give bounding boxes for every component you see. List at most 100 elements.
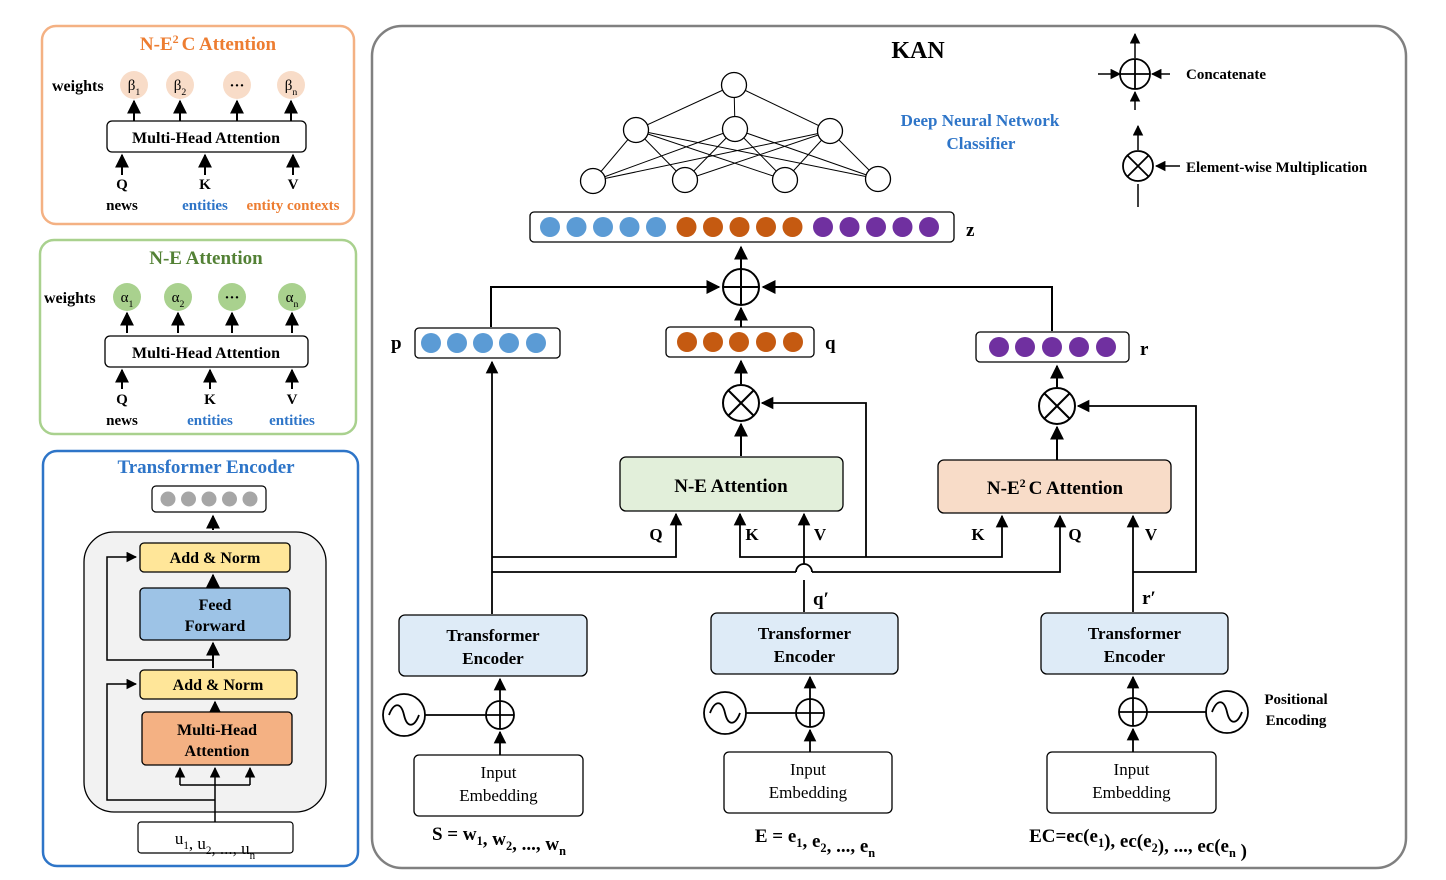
sine-wave-icon: [1211, 701, 1243, 723]
kan-title: KAN: [891, 38, 945, 64]
ne-v-label: V: [814, 525, 827, 544]
r-dot: [1096, 337, 1116, 357]
z-dot-orange: [782, 217, 803, 237]
beta-weight-label: β2: [174, 78, 187, 98]
p-label: p: [391, 333, 402, 354]
sine-wave-icon: [388, 704, 420, 726]
encoder-label-line2: Encoder: [774, 647, 836, 666]
output-dot: [222, 491, 237, 507]
ne2c-q-label: Q: [1068, 525, 1081, 544]
p-dot: [499, 333, 519, 353]
panel-ne-mha-box: [104, 335, 309, 368]
panel-encoder-title: Transformer Encoder: [117, 457, 295, 478]
panel-ne2c-mha-label: Multi-Head Attention: [132, 130, 280, 147]
alpha-weight-bubble: [218, 283, 246, 311]
z-label: z: [966, 220, 975, 241]
beta-weight-label: βn: [285, 78, 298, 98]
formula-e: E = e1, e2, ..., en: [755, 826, 875, 860]
legend-multiplication: Element-wise Multiplication: [1122, 124, 1368, 207]
z-dot-orange: [756, 217, 776, 237]
z-dot-purple: [813, 217, 833, 237]
feed-forward-line1: Feed: [199, 597, 232, 614]
positional-label-line2: Encoding: [1266, 713, 1327, 729]
dnn-neuron: [671, 166, 699, 194]
panel-ne-k: K: [204, 392, 216, 408]
ne2c-attention-box: [937, 459, 1172, 514]
dnn-neuron: [721, 115, 749, 143]
dnn-neuron: [720, 71, 748, 99]
dnn-label-line1: Deep Neural Network: [901, 111, 1060, 130]
p-dot: [526, 333, 546, 353]
panel-ne-mha-label: Multi-Head Attention: [132, 345, 280, 362]
output-dot: [201, 491, 217, 507]
p-dot: [421, 333, 441, 353]
beta-weight-bubble: [120, 71, 148, 99]
z-dot-blue: [619, 217, 640, 237]
dnn-neuron: [579, 167, 607, 195]
alpha-weight-label: α1: [121, 290, 134, 310]
input-embedding-box: [1046, 751, 1217, 814]
ne2c-k-label: K: [971, 525, 985, 544]
r-label: r: [1140, 339, 1149, 360]
q-dot: [677, 332, 697, 352]
panel-ne2c-v: V: [288, 177, 299, 193]
input-embedding-box: [413, 754, 584, 817]
positional-label-line1: Positional: [1264, 692, 1327, 708]
feed-forward-line2: Forward: [185, 618, 246, 635]
input-embedding-box: [723, 751, 893, 814]
formula-s: S = w1, w2, ..., wn: [432, 824, 566, 858]
legend-concat-label: Concatenate: [1186, 67, 1266, 83]
dnn-classifier: [579, 71, 892, 195]
z-dot-orange: [703, 217, 723, 237]
r-dot: [989, 337, 1009, 357]
dnn-neuron: [816, 117, 844, 145]
panel-ne-v-source: entities: [269, 413, 315, 429]
add-norm-bottom: [139, 669, 298, 700]
alpha-weight-bubble: [278, 283, 306, 311]
encoder-input-tokens-box: [137, 821, 294, 854]
panel-ne-q: Q: [116, 392, 128, 408]
encoder-label-line2: Encoder: [1104, 647, 1166, 666]
output-dot: [242, 491, 258, 507]
dnn-label-line2: Classifier: [947, 134, 1016, 153]
alpha-weight-bubble: [113, 283, 141, 311]
input-embedding-line1: Input: [481, 763, 517, 782]
dnn-neuron: [771, 166, 799, 194]
z-dot-blue: [566, 217, 587, 237]
q-label: q: [825, 333, 836, 354]
beta-weight-bubble: [277, 71, 305, 99]
encoder-label-line1: Transformer: [1088, 624, 1182, 643]
input-embedding-line2: Embedding: [769, 783, 848, 802]
z-vector-dots: [540, 217, 939, 237]
r-dot: [1069, 337, 1089, 357]
input-embedding-line1: Input: [1114, 760, 1150, 779]
panel-ne-v: V: [287, 392, 298, 408]
output-dot: [181, 491, 196, 507]
r-prime-label: r′: [1142, 588, 1156, 609]
output-dot: [160, 491, 176, 507]
dnn-neuron: [864, 165, 892, 193]
panel-ne2c-weights-label: weights: [52, 78, 104, 95]
sine-wave-icon: [709, 702, 741, 724]
formula-ec: EC=ec(e1), ec(e2), ..., ec(en ): [1029, 826, 1247, 862]
beta-weight-bubble: [223, 71, 251, 99]
input-embedding-line2: Embedding: [459, 786, 538, 805]
dnn-neuron: [622, 116, 650, 144]
panel-ne-title: N-E Attention: [149, 248, 263, 269]
z-dot-blue: [540, 217, 560, 237]
alpha-weight-label: αn: [286, 290, 299, 310]
feed-forward-box: [139, 587, 291, 641]
panel-ne2c-q: Q: [116, 177, 128, 193]
alpha-weight-bubble: [164, 283, 192, 311]
q-dot: [703, 332, 723, 352]
r-vector-dots: [989, 337, 1116, 357]
panel-ne2c-k-source: entities: [182, 198, 228, 214]
q-prime-label: q′: [813, 589, 829, 610]
q-dot: [729, 332, 749, 352]
legend-mult-label: Element-wise Multiplication: [1186, 160, 1368, 176]
